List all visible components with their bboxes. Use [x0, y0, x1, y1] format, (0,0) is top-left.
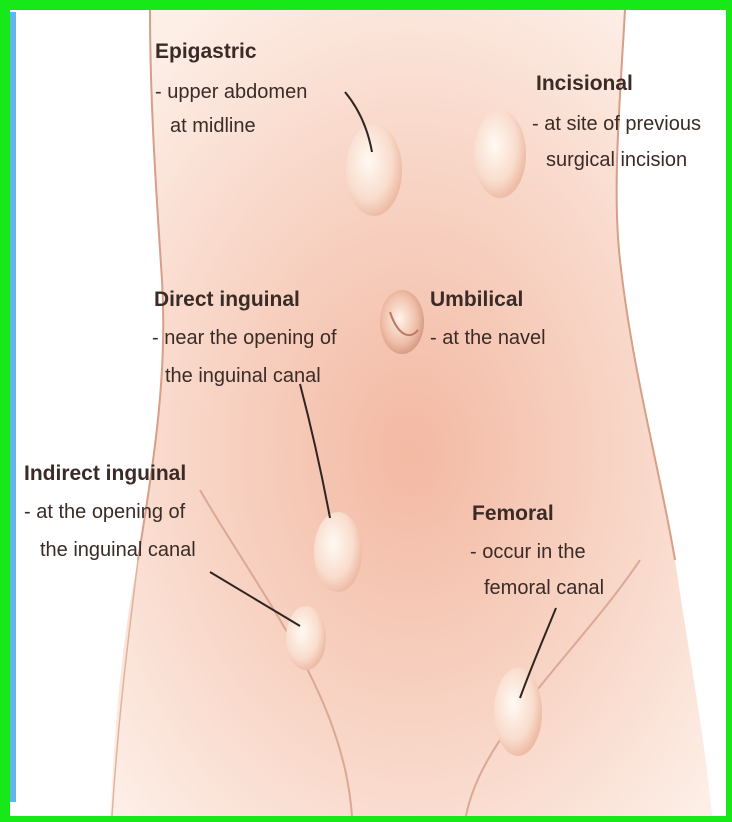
incisional-title: Incisional: [536, 72, 633, 95]
indirect-inguinal-desc-line-2: the inguinal canal: [40, 539, 196, 561]
direct-inguinal-title: Direct inguinal: [154, 288, 300, 311]
epigastric-title: Epigastric: [155, 40, 257, 63]
femoral-title: Femoral: [472, 502, 554, 525]
umbilical-bulge: [380, 290, 424, 354]
incisional-bulge: [474, 110, 526, 198]
umbilical-desc-line-1: - at the navel: [430, 327, 546, 349]
indirect-inguinal-bulge: [286, 606, 326, 670]
incisional-desc-line-2: surgical incision: [546, 149, 687, 171]
epigastric-desc-line-2: at midline: [170, 115, 256, 137]
femoral-desc-line-1: - occur in the: [470, 541, 586, 563]
femoral-bulge: [494, 668, 542, 756]
direct-inguinal-desc-line-2: the inguinal canal: [165, 365, 321, 387]
epigastric-bulge: [346, 124, 402, 216]
umbilical-title: Umbilical: [430, 288, 523, 311]
direct-inguinal-desc-line-1: - near the opening of: [152, 327, 337, 349]
indirect-inguinal-title: Indirect inguinal: [24, 462, 186, 485]
incisional-desc-line-1: - at site of previous: [532, 113, 701, 135]
direct-inguinal-bulge: [314, 512, 362, 592]
femoral-desc-line-2: femoral canal: [484, 577, 604, 599]
indirect-inguinal-desc-line-1: - at the opening of: [24, 501, 186, 523]
epigastric-desc-line-1: - upper abdomen: [155, 81, 307, 103]
